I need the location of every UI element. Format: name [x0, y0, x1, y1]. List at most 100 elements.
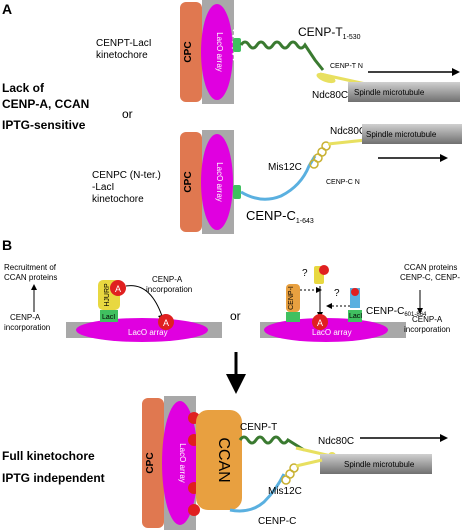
incorp-arrow	[125, 285, 163, 317]
cenpa-incorp-right-line2: incorporation	[404, 325, 450, 334]
mis12c-label-b: Mis12C	[268, 486, 302, 497]
recruit-line1: Recruitment of	[4, 263, 57, 272]
cenpi-block	[286, 284, 300, 312]
cenpc-strand	[240, 155, 317, 201]
ccan-right-line2: CENP-C, CENP-	[400, 273, 460, 282]
recruit-line2: CCAN proteins	[4, 273, 57, 282]
cenpt-laci-construct: CPC LacO array CENP-T1-530 CENP-T N Ndc8…	[180, 0, 460, 104]
laco-array-2	[201, 134, 233, 230]
ccan-right-line1: CCAN proteins	[404, 263, 457, 272]
lack-line3: IPTG-sensitive	[2, 118, 86, 132]
laco-array-right	[264, 318, 388, 342]
lack-line2: CENP-A, CCAN	[2, 97, 89, 111]
cenpc-fragment-block	[350, 288, 360, 308]
recruit-arrowhead	[31, 284, 37, 290]
laci-block-2	[233, 185, 241, 199]
cenpa-nucleosome-2	[158, 314, 174, 330]
left-mid-construct: LacO array HJURP A LacI A CENP-A incorpo…	[66, 275, 222, 342]
arrow-head-2	[440, 154, 448, 162]
mis12c-coils-b	[281, 463, 299, 485]
cenpt-label-b: CENP-T	[240, 422, 277, 433]
cenpa-letter-1: A	[115, 284, 121, 294]
laci-right-label: LacI	[349, 313, 362, 320]
cpc-block	[180, 2, 202, 102]
cenpc-fragment-label: CENP-C601-864	[366, 306, 427, 318]
cenpa-incorp-left-line1: CENP-A	[10, 313, 41, 322]
laco-array-left	[76, 318, 208, 342]
hjurp-label: HJURP	[104, 283, 111, 307]
cpc-block-2	[180, 132, 202, 232]
laco-array	[201, 4, 233, 100]
cenpc-strand-b	[229, 473, 286, 513]
cenpc-n-label: CENP-C N	[326, 179, 360, 186]
laco-array-3	[162, 401, 198, 525]
cenpa-b4	[188, 504, 200, 516]
laci-right-1	[286, 312, 300, 322]
cenpt-laci-kt-line2: kinetochore	[96, 50, 148, 61]
spindle-mt-label-b: Spindle microtubule	[344, 460, 415, 469]
panel-a-label: A	[2, 1, 12, 17]
laco-array-label: LacO array	[215, 32, 224, 72]
laco-array-left-label: LacO array	[128, 328, 168, 337]
ndc80-rod-b2	[295, 458, 323, 468]
cpc-block-3	[142, 398, 164, 528]
cenpc-fragment-dot	[351, 288, 359, 296]
panel-b-label: B	[2, 237, 12, 253]
ndc80c-label-2: Ndc80C	[330, 126, 366, 137]
arrow-head	[452, 68, 460, 76]
spindle-mt-label: Spindle microtubule	[354, 88, 425, 97]
question-1: ?	[302, 268, 308, 279]
cenpa-letter-2: A	[163, 318, 169, 328]
full-kinetochore-construct: CPC LacO array CCAN CENP-T Ndc80C Spindl…	[142, 396, 448, 530]
cenpc-label-b: CENP-C	[258, 516, 296, 527]
cenpt-helix	[239, 40, 325, 71]
ccan-block	[196, 410, 242, 510]
laco-array-label-2: LacO array	[215, 162, 224, 202]
ccan-label: CCAN	[215, 437, 232, 482]
laci-block	[233, 38, 241, 52]
cenpa-incorp-mid-line1: CENP-A	[152, 275, 183, 284]
mis12c-label: Mis12C	[268, 162, 302, 173]
cenpa-nucleosome-1	[110, 280, 126, 296]
laci-left-label: LacI	[102, 314, 115, 321]
cpc-label-3: CPC	[145, 452, 156, 473]
dashed-arrowhead-1	[316, 287, 322, 293]
cenpa-incorp-left-line2: incorporation	[4, 323, 50, 332]
laci-right-2	[348, 310, 362, 322]
cenpa-nucleosome-3	[312, 314, 328, 330]
question-2: ?	[334, 288, 340, 299]
arrow-head-b	[440, 434, 448, 442]
laci-left	[100, 310, 118, 322]
or-label-b: or	[230, 309, 241, 323]
right-down-arrowhead	[417, 308, 423, 314]
spindle-microtubule-b	[320, 454, 432, 474]
lack-line1: Lack of	[2, 81, 45, 95]
cenpa-incorp-right-line1: CENP-A	[412, 315, 443, 324]
cenpt-n-label: CENP-T N	[330, 63, 363, 70]
laco-array-right-label: LacO array	[312, 328, 352, 337]
cenpt-helix-b	[238, 435, 305, 452]
full-kt-label: Full kinetochore	[2, 449, 95, 463]
cenpc-kt-line3: kinetochore	[92, 194, 144, 205]
cenpa-small	[319, 265, 329, 275]
cpc-label: CPC	[183, 41, 194, 62]
cenpa-letter-3: A	[317, 318, 323, 328]
mis12c-coils	[309, 141, 331, 169]
cpc-label-2: CPC	[183, 171, 194, 192]
laco-array-label-3: LacO array	[178, 443, 187, 483]
main-down-arrowhead	[226, 374, 246, 394]
dashed-arrowhead-2	[326, 303, 332, 309]
iptg-indep-label: IPTG independent	[2, 471, 105, 485]
cenpc-laci-construct: CPC LacO array Mis12C CENP-C N CENP-C1-6…	[180, 124, 462, 234]
ndc80c-label-b: Ndc80C	[318, 436, 354, 447]
spindle-mt-label-2: Spindle microtubule	[366, 130, 437, 139]
cenpt-laci-kt-line1: CENPT-LacI	[96, 38, 152, 49]
right-mid-construct: LacO array CENP-I ? A ? LacI CENP-C601-8…	[260, 265, 427, 342]
cenpc-title: CENP-C1-643	[246, 208, 314, 225]
cenpc-kt-line2: -LacI	[92, 182, 114, 193]
ndc80c-label: Ndc80C	[312, 90, 348, 101]
cenpa-incorp-mid-line2: incorporation	[146, 285, 192, 294]
spindle-microtubule	[348, 82, 460, 102]
cenpi-label: CENP-I	[288, 286, 295, 310]
